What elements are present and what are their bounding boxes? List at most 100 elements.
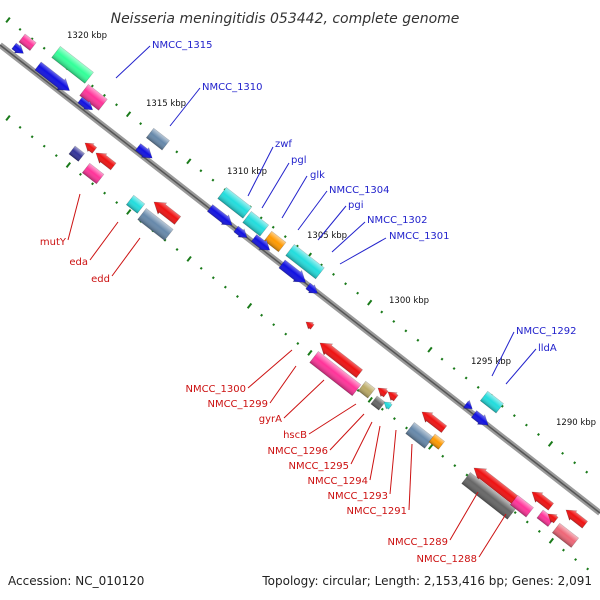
tick-mark (512, 414, 516, 418)
gene-label[interactable]: NMCC_1296 (267, 446, 328, 457)
tick-mark (440, 357, 444, 361)
gene-feature (263, 230, 287, 253)
gene-shading (207, 204, 233, 226)
gene-label[interactable]: NMCC_1315 (152, 40, 213, 51)
accession-text: Accession: NC_010120 (8, 574, 144, 588)
gene-label[interactable]: glk (310, 170, 325, 181)
gene-label[interactable]: NMCC_1293 (327, 491, 388, 502)
tick-mark (547, 440, 554, 447)
tick-mark (175, 150, 179, 154)
gene-label[interactable]: NMCC_1295 (288, 461, 349, 472)
gene-shading (566, 510, 588, 529)
gene-shading (536, 510, 555, 527)
gene-feature (51, 46, 94, 84)
gene-label[interactable]: NMCC_1304 (329, 185, 390, 196)
tick-mark (416, 338, 420, 342)
tick-mark (235, 295, 239, 298)
gene-label[interactable]: NMCC_1301 (389, 231, 450, 242)
tick-mark (380, 310, 384, 314)
kbp-label: 1290 kbp (556, 418, 596, 428)
gene-label[interactable]: lldA (538, 343, 557, 354)
tick-mark (537, 529, 541, 533)
gene-shading (217, 187, 252, 219)
gene-shading (306, 322, 315, 330)
gene-label[interactable]: NMCC_1291 (346, 506, 407, 517)
feature-layer (11, 33, 589, 548)
leader-line (350, 421, 373, 465)
gene-shading (135, 143, 153, 159)
tick-mark (513, 511, 517, 515)
kbp-label: 1295 kbp (471, 357, 511, 367)
gene-shading (68, 146, 85, 162)
tick-mark (476, 385, 480, 389)
leader-line (369, 425, 381, 481)
tick-mark (283, 235, 287, 239)
gene-feature (81, 162, 105, 185)
gene-shading (532, 492, 554, 511)
tick-mark (332, 272, 335, 276)
gene-label[interactable]: NMCC_1310 (202, 82, 263, 93)
gene-feature (387, 391, 399, 402)
kbp-label: 1305 kbp (307, 231, 347, 241)
gene-shading (85, 143, 97, 154)
gene-label[interactable]: edd (91, 274, 110, 285)
tick-mark (18, 125, 22, 129)
tick-mark (42, 46, 46, 50)
gene-feature (134, 143, 153, 159)
gene-label[interactable]: NMCC_1288 (416, 554, 477, 565)
tick-mark (186, 255, 192, 262)
gene-shading (285, 244, 325, 279)
leader-line (491, 331, 515, 377)
tick-mark (246, 302, 253, 309)
gene-feature (217, 187, 252, 219)
gene-shading (510, 495, 534, 518)
gene-label[interactable]: NMCC_1292 (516, 326, 577, 337)
tick-mark (525, 520, 529, 524)
gene-label[interactable]: gyrA (259, 414, 282, 425)
gene-feature (153, 201, 182, 225)
gene-label[interactable]: pgi (348, 200, 363, 211)
gene-shading (79, 84, 108, 111)
gene-feature (68, 145, 85, 162)
tick-mark (125, 111, 132, 118)
gene-feature (421, 411, 448, 434)
gene-shading (146, 128, 170, 151)
gene-shading (358, 381, 376, 399)
tick-mark (211, 276, 215, 280)
gene-shading (233, 226, 248, 238)
gene-label[interactable]: NMCC_1289 (387, 537, 448, 548)
leader-line (317, 205, 347, 241)
gene-label[interactable]: zwf (275, 139, 292, 150)
tick-mark (102, 93, 106, 97)
gene-shading (126, 195, 145, 214)
gene-feature (309, 351, 362, 397)
leader-line (89, 221, 119, 261)
gene-label[interactable]: NMCC_1299 (207, 399, 268, 410)
gene-shading (18, 34, 37, 51)
gene-feature (370, 395, 386, 411)
gene-label[interactable]: mutY (40, 237, 67, 248)
gene-label[interactable]: eda (69, 257, 88, 268)
tick-mark (453, 464, 457, 468)
tick-mark (428, 443, 434, 450)
tick-mark (126, 208, 132, 215)
gene-shading (428, 434, 445, 450)
tick-mark (380, 407, 384, 411)
tick-mark (356, 388, 360, 392)
gene-label[interactable]: NMCC_1302 (367, 215, 428, 226)
gene-label[interactable]: NMCC_1294 (307, 476, 368, 487)
gene-label[interactable]: pgl (291, 155, 306, 166)
gene-label[interactable]: hscB (283, 430, 307, 441)
tick-mark (573, 461, 577, 465)
tick-mark (561, 451, 565, 455)
tick-mark (392, 417, 396, 421)
tick-mark (90, 84, 94, 88)
tick-mark (344, 282, 348, 286)
leader-line (169, 87, 201, 127)
gene-shading (384, 402, 393, 410)
gene-feature (565, 509, 589, 529)
gene-shading (154, 202, 181, 225)
leader-line (505, 348, 537, 385)
tick-mark (307, 349, 313, 356)
gene-label[interactable]: NMCC_1300 (185, 384, 246, 395)
